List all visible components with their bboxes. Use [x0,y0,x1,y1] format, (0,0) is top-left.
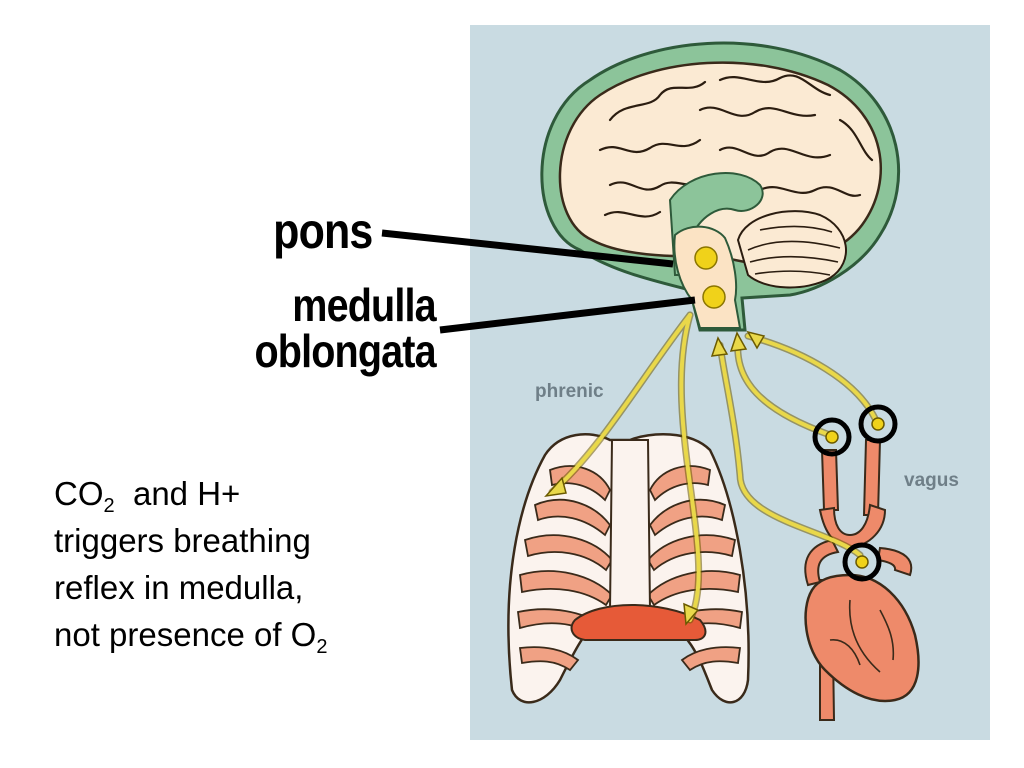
arrowhead-phrenic-ribs [544,476,567,498]
nerve-pathways [548,311,882,624]
arrowhead-vagus-3 [746,330,766,350]
medulla-label-line1: medulla [292,279,437,331]
heart-illustration [804,439,920,721]
nerve-arrowheads [544,330,766,626]
ribcage-illustration [507,433,750,704]
caption-line-2: triggers breathing [54,522,311,559]
arrowhead-phrenic-diaphragm [683,602,700,626]
vagus-label: vagus [904,470,959,491]
receptor-circle-right [858,404,898,444]
receptor-circle-left [812,417,852,457]
pons-pointer-line [381,229,674,268]
caption-line-4: not presence of O2 [54,616,328,658]
receptor-circle-heart [842,542,882,582]
caption-line-3: reflex in medulla, [54,569,304,606]
arrowhead-vagus-2 [729,331,748,352]
medulla-label-line2: oblongata [254,325,437,377]
receptor-markers [812,404,898,582]
pons-label: pons [272,203,373,259]
medulla-center-dot [702,285,726,309]
phrenic-label: phrenic [535,381,604,402]
medulla-oblongata-label: medulla oblongata [254,279,437,377]
explanation-caption: CO2 and H+ triggers breathing reflex in … [54,470,454,658]
caption-line-1: CO2 and H+ [54,475,241,517]
pons-center-dot [694,246,718,270]
medulla-pointer-line [439,296,696,334]
arrowhead-vagus-1 [710,336,729,357]
